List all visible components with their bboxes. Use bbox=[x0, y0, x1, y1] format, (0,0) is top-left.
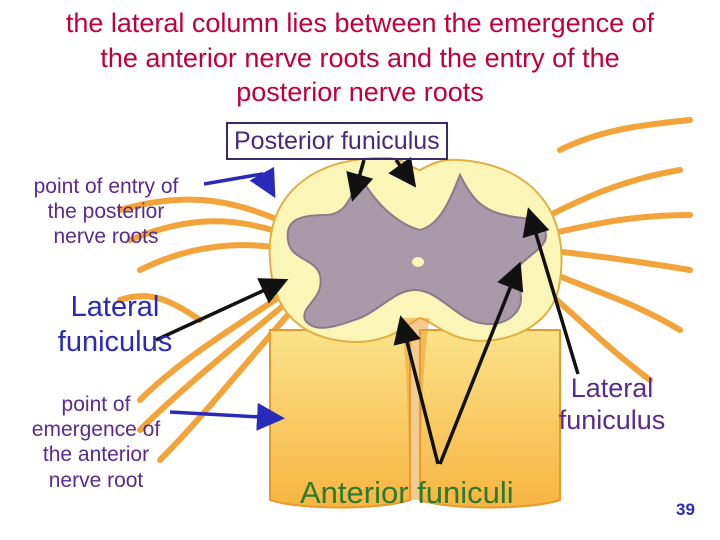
emergence-line-4: nerve root bbox=[48, 468, 144, 492]
anterior-arrow-right bbox=[438, 261, 524, 465]
anterior-arrow-left bbox=[393, 315, 440, 465]
title-line-2: the anterior nerve roots and the entry o… bbox=[100, 42, 620, 73]
posterior-funiculus-label: Posterior funiculus bbox=[226, 122, 448, 160]
lateral-left-line-1: Lateral bbox=[70, 291, 160, 323]
lateral-right-line-2: funiculus bbox=[558, 405, 666, 436]
entry-point-label: point of entry of the posterior nerve ro… bbox=[10, 174, 202, 250]
title-line-3: posterior nerve roots bbox=[236, 77, 484, 108]
emergence-point-arrow bbox=[169, 402, 285, 431]
page-number: 39 bbox=[676, 500, 695, 519]
right-nerve-roots bbox=[537, 117, 693, 383]
emergence-line-2: emergence of bbox=[31, 418, 161, 442]
central-canal bbox=[412, 257, 424, 267]
lateral-left-arrow bbox=[155, 278, 289, 342]
posterior-funiculus-arrow-right bbox=[388, 156, 417, 188]
entry-line-3: nerve roots bbox=[53, 225, 159, 249]
emergence-line-3: the anterior bbox=[42, 443, 150, 467]
emergence-point-label: point of emergence of the anterior nerve… bbox=[6, 392, 186, 493]
slide-title: the lateral column lies between the emer… bbox=[0, 6, 720, 110]
gray-matter bbox=[286, 172, 547, 329]
emergence-line-1: point of bbox=[61, 393, 131, 416]
lateral-right-arrow bbox=[522, 207, 580, 375]
right-cord-column bbox=[419, 329, 561, 509]
lateral-right-line-1: Lateral bbox=[570, 373, 654, 403]
lateral-left-line-2: funiculus bbox=[57, 325, 173, 358]
entry-line-1: point of entry of bbox=[33, 175, 179, 198]
anterior-funiculi-label: Anterior funiculi bbox=[300, 475, 514, 510]
lateral-funiculus-right-label: Lateral funiculus bbox=[548, 372, 676, 437]
entry-point-arrow bbox=[203, 166, 276, 199]
posterior-funiculus-arrow-left bbox=[346, 159, 374, 202]
title-line-1: the lateral column lies between the emer… bbox=[65, 8, 655, 38]
lateral-funiculus-left-label: Lateral funiculus bbox=[40, 290, 190, 360]
pointer-arrows bbox=[155, 156, 580, 465]
entry-line-2: the posterior bbox=[47, 200, 165, 224]
left-cord-column bbox=[269, 329, 411, 509]
